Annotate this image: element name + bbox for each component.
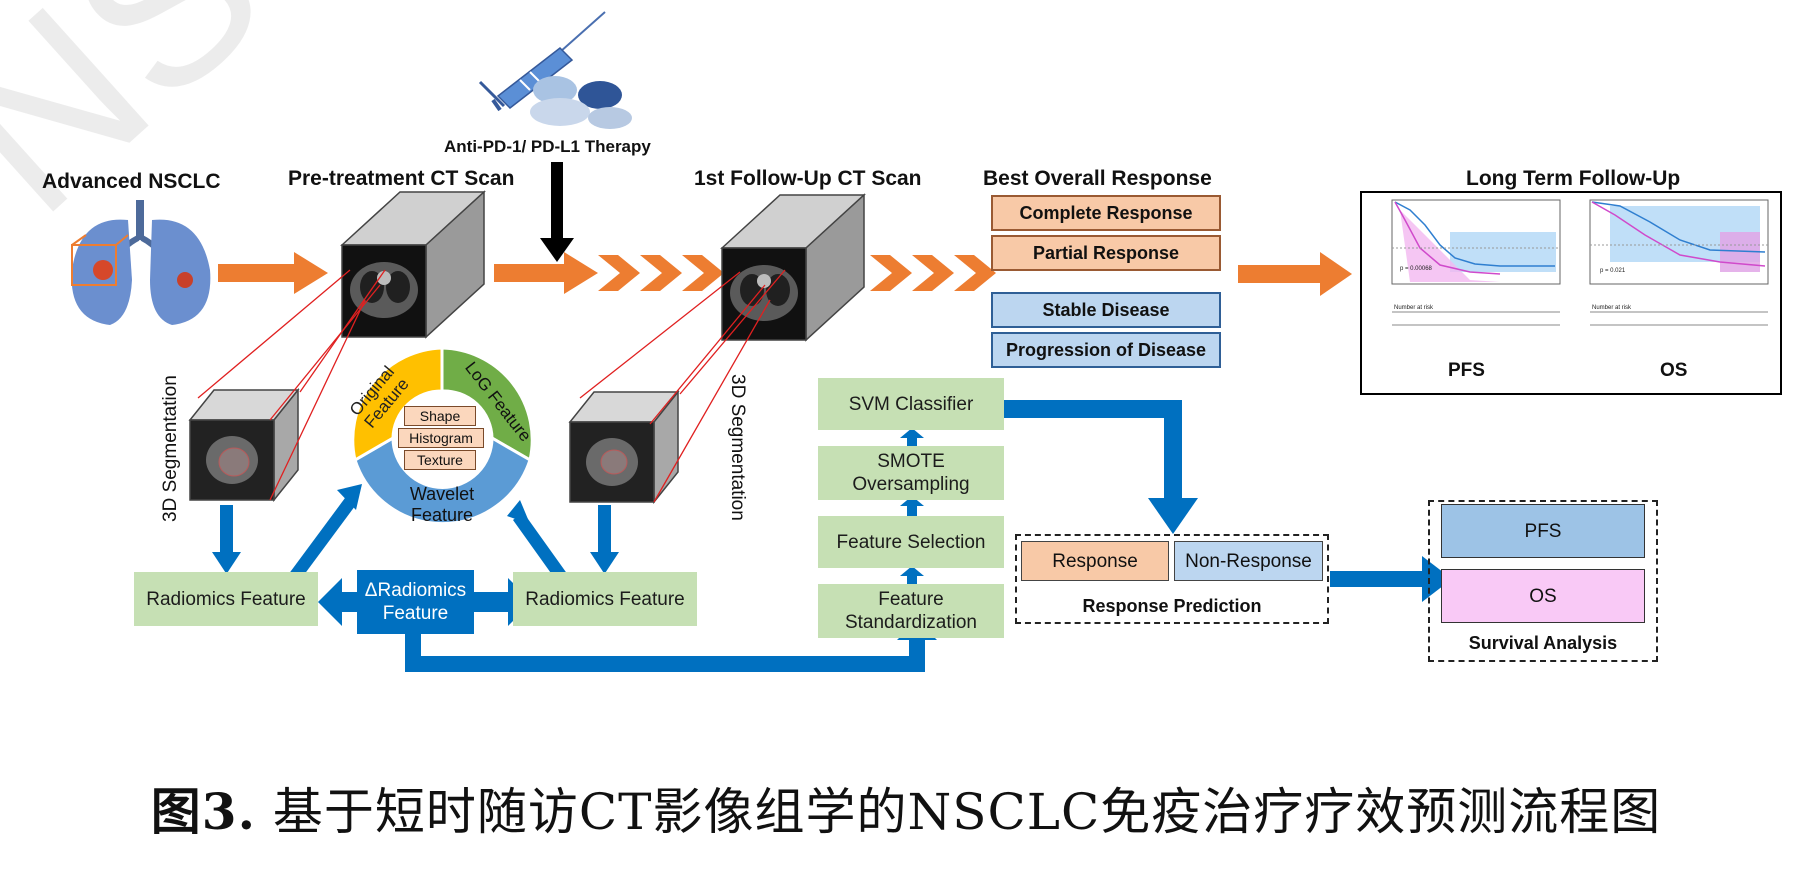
survival-analysis-frame xyxy=(1428,500,1658,662)
orange-arrow-1 xyxy=(218,252,328,294)
svg-text:p = 0.021: p = 0.021 xyxy=(1600,268,1626,274)
ct-cube-pretreatment xyxy=(340,190,486,339)
prediction-nonresponse-box: Non-Response xyxy=(1174,541,1323,581)
shape-box: Shape xyxy=(404,406,476,426)
pills-icon xyxy=(530,76,632,129)
segmentation-label-left: 3D Segmentation xyxy=(160,375,181,522)
svg-text:p = 0.00068: p = 0.00068 xyxy=(1400,266,1433,272)
feature-donut xyxy=(351,346,534,525)
orange-chevrons-2 xyxy=(870,255,996,291)
pipeline-arrows xyxy=(900,428,924,586)
figure-caption: 图3. 基于短时随访CT影像组学的NSCLC免疫治疗疗效预测流程图 xyxy=(150,782,1662,841)
segmentation-label-right: 3D Segmentation xyxy=(727,374,748,521)
complete-response-box: Complete Response xyxy=(991,195,1221,231)
therapy-arrow xyxy=(540,162,574,262)
lungs-icon xyxy=(71,200,211,325)
km-pfs-label: PFS xyxy=(1448,360,1485,381)
orange-chevrons-1 xyxy=(598,255,724,291)
feature-selection-box: Feature Selection xyxy=(818,516,1004,568)
pretreatment-title: Pre-treatment CT Scan xyxy=(288,167,515,190)
long-term-title: Long Term Follow-Up xyxy=(1466,167,1681,190)
radiomics-feature-right: Radiomics Feature xyxy=(513,572,697,626)
radiomics-feature-left: Radiomics Feature xyxy=(134,572,318,626)
km-os-label: OS xyxy=(1660,360,1688,381)
km-panel: p = 0.00068 p = 0.021 Number at risk Num… xyxy=(1360,191,1782,395)
advanced-nsclc-title: Advanced NSCLC xyxy=(42,170,221,193)
svm-classifier-box: SVM Classifier xyxy=(818,378,1004,430)
histogram-box: Histogram xyxy=(398,428,484,448)
texture-box: Texture xyxy=(404,450,476,470)
response-prediction-title: Response Prediction xyxy=(1082,596,1262,616)
response-prediction-frame xyxy=(1015,534,1329,624)
ct-cube-followup xyxy=(720,193,866,342)
therapy-title: Anti-PD-1/ PD-L1 Therapy xyxy=(444,137,651,156)
blue-arrows-left xyxy=(212,484,937,672)
survival-pfs-box: PFS xyxy=(1441,504,1645,558)
syringe-icon xyxy=(478,11,606,112)
svg-text:Number at risk: Number at risk xyxy=(1394,305,1434,311)
survival-os-box: OS xyxy=(1441,569,1645,623)
followup-title: 1st Follow-Up CT Scan xyxy=(694,167,922,190)
orange-arrow-3 xyxy=(1238,252,1352,296)
survival-analysis-title: Survival Analysis xyxy=(1468,633,1618,653)
segmentation-cube-left xyxy=(188,387,300,503)
orange-arrow-2 xyxy=(494,252,598,294)
progression-box: Progression of Disease xyxy=(991,332,1221,368)
partial-response-box: Partial Response xyxy=(991,235,1221,271)
stable-disease-box: Stable Disease xyxy=(991,292,1221,328)
zoom-lines xyxy=(197,269,786,503)
best-response-title: Best Overall Response xyxy=(983,167,1212,190)
prediction-response-box: Response xyxy=(1021,541,1169,581)
svg-text:Number at risk: Number at risk xyxy=(1592,305,1632,311)
segmentation-cube-right xyxy=(568,389,680,505)
svm-to-prediction-arrow xyxy=(1002,400,1198,534)
